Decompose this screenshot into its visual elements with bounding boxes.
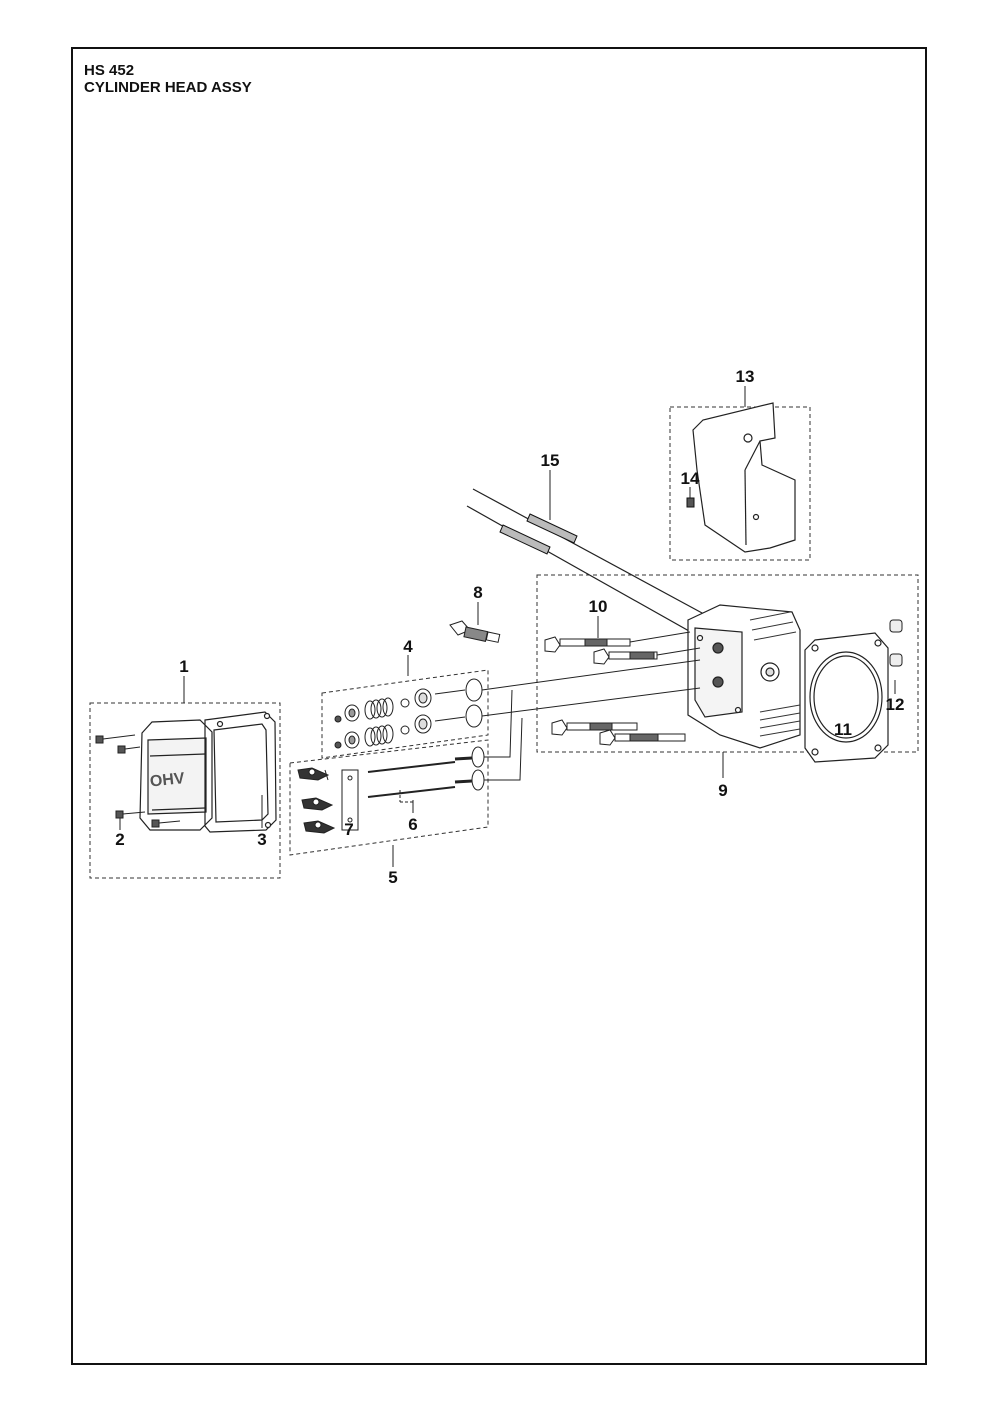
spark-plug [449, 620, 501, 643]
callout-8: 8 [473, 583, 482, 602]
callout-6: 6 [408, 815, 417, 834]
head-bolts [544, 631, 701, 746]
callout-1: 1 [179, 657, 188, 676]
callout-7: 7 [344, 820, 353, 839]
callout-15: 15 [541, 451, 560, 470]
page-title: HS 452 CYLINDER HEAD ASSY [84, 62, 252, 96]
heat-shield [692, 402, 796, 553]
cover-screws [95, 734, 181, 828]
callout-13: 13 [736, 367, 755, 386]
group-box-1 [89, 702, 281, 879]
rocker-cover [139, 711, 277, 833]
callout-14: 14 [681, 469, 700, 488]
callout-11: 11 [834, 720, 852, 739]
group-box-5 [289, 739, 489, 856]
push-rod-cables [466, 488, 716, 641]
cylinder-head [687, 604, 801, 749]
group-box-4 [321, 669, 489, 759]
page-border [71, 47, 927, 1365]
callout-10: 10 [589, 597, 608, 616]
assembly-name: CYLINDER HEAD ASSY [84, 79, 252, 96]
callout-labels: 1 2 3 4 5 6 7 8 9 10 11 12 13 14 15 [115, 367, 904, 887]
callout-9: 9 [718, 781, 727, 800]
callout-4: 4 [403, 637, 413, 656]
valve-springs-group [334, 678, 483, 749]
callout-12: 12 [886, 695, 905, 714]
callout-2: 2 [115, 830, 124, 849]
model-number: HS 452 [84, 62, 135, 79]
group-box-13 [669, 406, 811, 561]
group-box-9 [536, 574, 919, 753]
cable-threaded-sleeves [499, 513, 578, 555]
head-gasket [804, 632, 889, 763]
dowel-pins [889, 619, 903, 667]
cover-logo-text: OHV [149, 770, 186, 791]
callout-5: 5 [388, 868, 397, 887]
heat-shield-screw [686, 497, 695, 508]
rocker-arm-group [297, 746, 485, 834]
callout-3: 3 [257, 830, 266, 849]
